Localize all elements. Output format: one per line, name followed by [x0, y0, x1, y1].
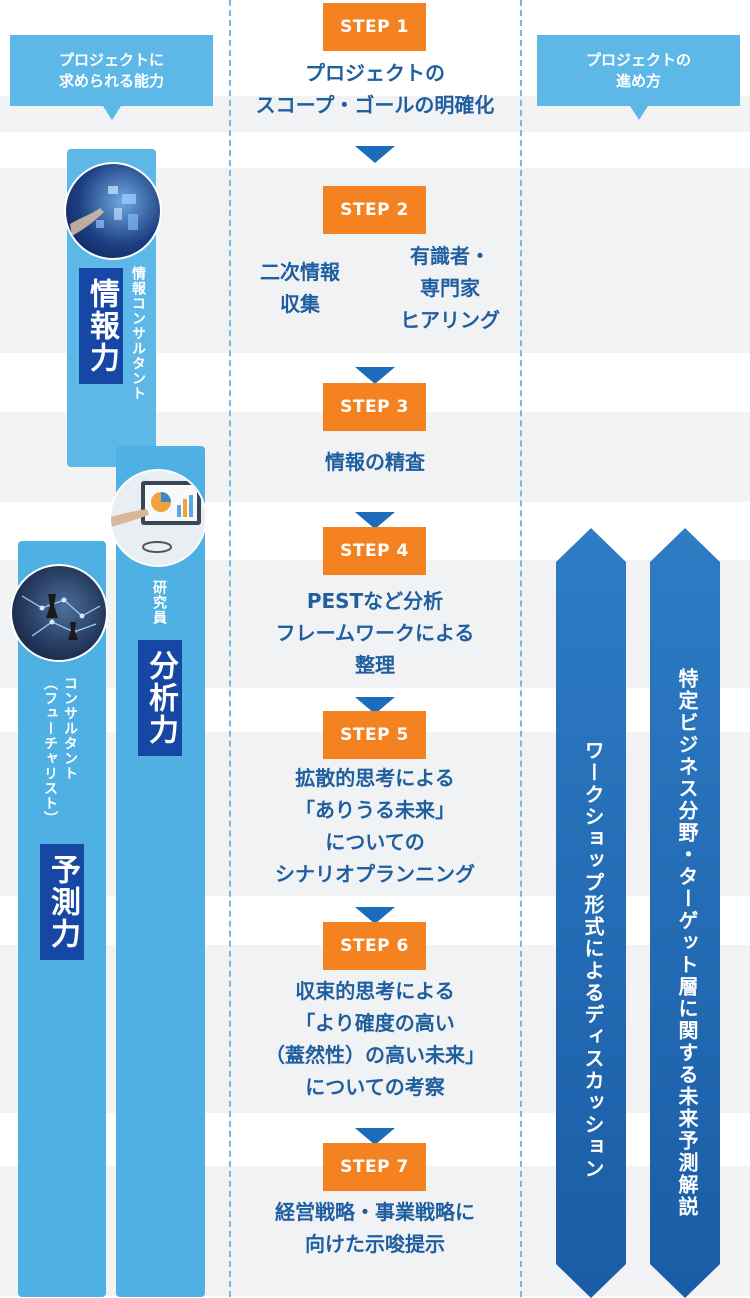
chess-network-photo-icon — [10, 564, 108, 662]
skill-name-forecast: 予測力 — [40, 844, 84, 960]
down-arrow-icon — [355, 907, 395, 924]
role-label-forecast: コンサルタント （フューチャリスト） — [42, 676, 78, 826]
down-arrow-icon — [355, 512, 395, 529]
step-6-badge: STEP 6 — [323, 922, 426, 970]
step-2-text-expert-hearing: 有識者・ 専門家 ヒアリング — [400, 244, 500, 332]
step-3-text: 情報の精査 — [325, 450, 425, 474]
skill-name-info: 情報力 — [79, 268, 123, 384]
double-arrow-forecast-briefing-icon — [650, 528, 720, 1298]
method-forecast-briefing-text: 特定ビジネス分野・ターゲット層に関する未来予測解説 — [675, 668, 699, 1218]
step-1-badge: STEP 1 — [323, 3, 426, 51]
step-5-text: 拡散的思考による 「ありうる未来」 についての シナリオプランニング — [275, 766, 475, 886]
step-6-text: 収束的思考による 「より確度の高い （蓋然性）の高い未来」 についての考察 — [265, 979, 485, 1099]
divider-left — [229, 0, 231, 1297]
divider-right — [520, 0, 522, 1297]
role-label-analysis: 研究員 — [151, 580, 167, 625]
method-workshop-text: ワークショップ形式によるディスカッション — [581, 740, 605, 1180]
step-7-badge: STEP 7 — [323, 1143, 426, 1191]
skill-name-analysis: 分析力 — [138, 640, 182, 756]
down-arrow-icon — [355, 367, 395, 384]
header-project-process-text: プロジェクトの 進め方 — [585, 50, 691, 90]
step-4-text: PESTなど分析 フレームワークによる 整理 — [275, 589, 475, 677]
laptop-chart-photo-icon — [109, 469, 207, 567]
header-required-skills: プロジェクトに 求められる能力 — [10, 35, 213, 120]
down-arrow-icon — [355, 1128, 395, 1145]
step-3-badge: STEP 3 — [323, 383, 426, 431]
step-5-badge: STEP 5 — [323, 711, 426, 759]
skill-column-analysis — [116, 446, 205, 1297]
step-1-text: プロジェクトの スコープ・ゴールの明確化 — [255, 61, 495, 117]
step-4-badge: STEP 4 — [323, 527, 426, 575]
down-arrow-icon — [355, 146, 395, 163]
header-project-process: プロジェクトの 進め方 — [537, 35, 740, 120]
role-label-info: 情報コンサルタント — [130, 266, 146, 401]
double-arrow-workshop-icon — [556, 528, 626, 1298]
header-required-skills-text: プロジェクトに 求められる能力 — [58, 50, 164, 90]
down-arrow-icon — [355, 697, 395, 714]
step-2-badge: STEP 2 — [323, 186, 426, 234]
digital-hand-photo-icon — [64, 162, 162, 260]
step-2-text-secondary-research: 二次情報 収集 — [260, 260, 340, 316]
step-7-text: 経営戦略・事業戦略に 向けた示唆提示 — [275, 1200, 475, 1256]
